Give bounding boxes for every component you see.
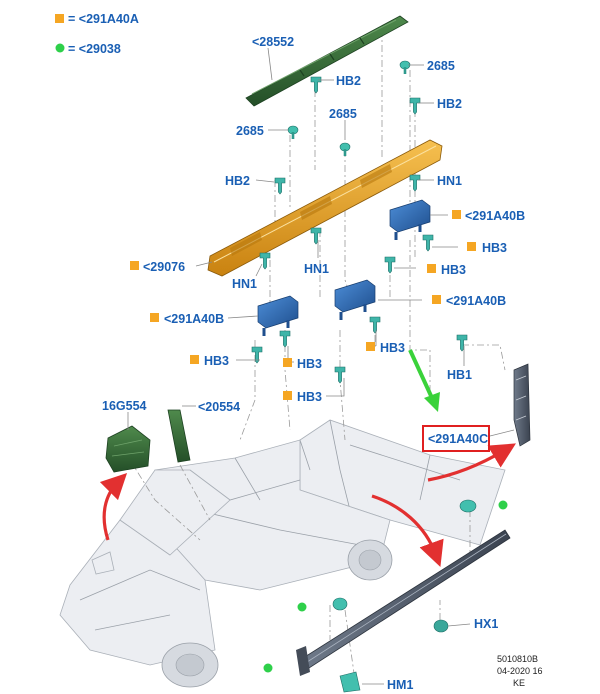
label-hb3-f: HB3 — [297, 390, 322, 404]
legend: = <291A40A = <29038 — [55, 12, 139, 56]
label-hb3-e: HB3 — [297, 357, 322, 371]
callout-labels: <28552 HB2 2685 HB2 2685 2685 HB2 HN1 <2… — [102, 35, 525, 692]
green-markers — [263, 500, 508, 673]
orange-marker — [432, 295, 441, 304]
label-hb2-a: HB2 — [336, 74, 361, 88]
legend-green-swatch — [55, 43, 65, 53]
orange-marker — [467, 242, 476, 251]
orange-marker — [190, 355, 199, 364]
label-hn1-b: HN1 — [304, 262, 329, 276]
label-hb3-d: HB3 — [204, 354, 229, 368]
highlight-box — [422, 425, 490, 452]
orange-marker — [366, 342, 375, 351]
label-291a40b-c: <291A40B — [164, 312, 224, 326]
label-29076: <29076 — [143, 260, 185, 274]
part-29076-running-board — [207, 139, 443, 277]
bracket-291a40c — [513, 363, 531, 447]
arrows — [99, 349, 516, 568]
part-28552-strip — [245, 15, 409, 107]
label-hb1: HB1 — [447, 368, 472, 382]
label-hn1-c: HN1 — [232, 277, 257, 291]
drawing-initials: KE — [513, 678, 525, 688]
leader-lines — [127, 47, 515, 685]
label-16g554: 16G554 — [102, 399, 147, 413]
orange-marker — [283, 391, 292, 400]
drawing-date: 04-2020 16 — [497, 666, 543, 676]
label-20554: <20554 — [198, 400, 240, 414]
label-hb3-c: HB3 — [380, 341, 405, 355]
label-hm1: HM1 — [387, 678, 413, 692]
label-291a40c: <291A40C — [428, 432, 488, 446]
label-291a40b-a: <291A40B — [465, 209, 525, 223]
label-hn1-a: HN1 — [437, 174, 462, 188]
label-hb3-a: HB3 — [482, 241, 507, 255]
orange-marker — [130, 261, 139, 270]
orange-marker — [427, 264, 436, 273]
part-16g554 — [105, 425, 151, 473]
bracket-291a40b-middle — [334, 279, 376, 320]
orange-marker — [452, 210, 461, 219]
label-28552: <28552 — [252, 35, 294, 49]
legend-orange-swatch — [55, 14, 64, 23]
fasteners — [251, 60, 477, 693]
bracket-291a40b-top — [389, 199, 431, 240]
label-hb2-b: HB2 — [437, 97, 462, 111]
label-hb2-c: HB2 — [225, 174, 250, 188]
drawing-footer: 5010810B 04-2020 16 KE — [497, 654, 543, 688]
vehicle-outline — [59, 419, 506, 688]
bracket-291a40b-left — [257, 295, 299, 336]
part-20554 — [167, 409, 191, 463]
orange-marker — [283, 358, 292, 367]
lower-rocker-strip — [296, 529, 511, 676]
assembly-lines — [129, 30, 506, 681]
label-291a40b-b: <291A40B — [446, 294, 506, 308]
orange-marker — [150, 313, 159, 322]
drawing-code: 5010810B — [497, 654, 538, 664]
label-2685-c: 2685 — [329, 107, 357, 121]
label-hb3-b: HB3 — [441, 263, 466, 277]
label-2685-b: 2685 — [236, 124, 264, 138]
legend-orange-label: = <291A40A — [68, 12, 139, 26]
legend-green-label: = <29038 — [68, 42, 121, 56]
label-2685-a: 2685 — [427, 59, 455, 73]
label-hx1: HX1 — [474, 617, 498, 631]
